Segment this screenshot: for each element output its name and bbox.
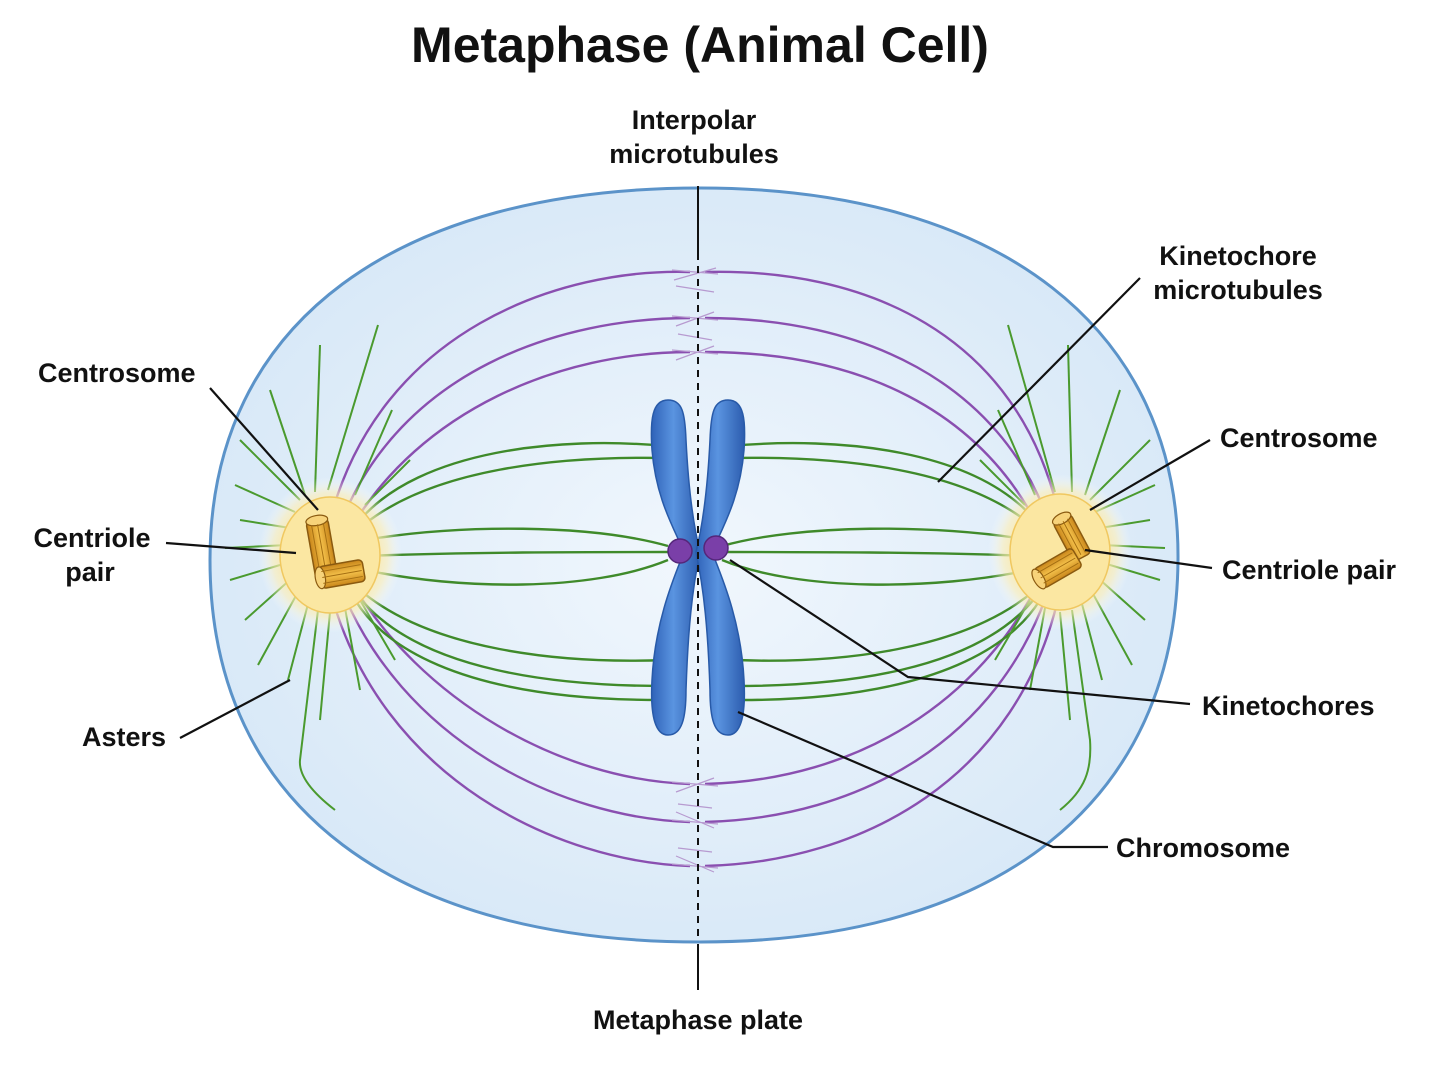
label-centrosome-left: Centrosome: [38, 358, 196, 388]
leader-chromosome: [737, 710, 1108, 849]
label-kinetochore-mt-2: microtubules: [1153, 275, 1323, 305]
leader-asters: [179, 679, 291, 739]
interpolar-microtubules: [328, 270, 1062, 868]
label-metaphase-plate: Metaphase plate: [593, 1005, 803, 1035]
overlap-zone-marks: [671, 267, 719, 873]
label-kinetochores: Kinetochores: [1202, 691, 1375, 721]
label-centrosome-right: Centrosome: [1220, 423, 1378, 453]
kinetochore-left: [667, 538, 693, 564]
label-interpolar-2: microtubules: [609, 139, 779, 169]
label-interpolar-1: Interpolar: [632, 105, 757, 135]
diagram-title: Metaphase (Animal Cell): [411, 17, 989, 73]
leader-centriole-right: [1084, 548, 1213, 570]
label-centriole-left-1: Centriole: [33, 523, 150, 553]
chromatid-right: [695, 399, 746, 736]
label-kinetochore-mt-1: Kinetochore: [1159, 241, 1317, 271]
label-centriole-right: Centriole pair: [1222, 555, 1397, 585]
label-asters: Asters: [82, 722, 166, 752]
leader-kinetochores: [729, 559, 1191, 706]
asters-left: [224, 324, 411, 811]
chromosome: [650, 399, 746, 736]
leader-centriole-left: [165, 541, 297, 555]
label-chromosome: Chromosome: [1116, 833, 1290, 863]
centriole-pair-right: [1031, 511, 1091, 590]
leader-kinetochore-mt: [937, 277, 1141, 483]
leader-lines: [165, 277, 1213, 849]
kinetochore-right: [703, 535, 729, 561]
leader-centrosome-right: [1089, 439, 1211, 511]
centriole-pair-left: [305, 514, 366, 590]
chromatid-left: [650, 399, 701, 736]
leader-centrosome-left: [209, 387, 319, 511]
label-centriole-left-2: pair: [65, 557, 115, 587]
